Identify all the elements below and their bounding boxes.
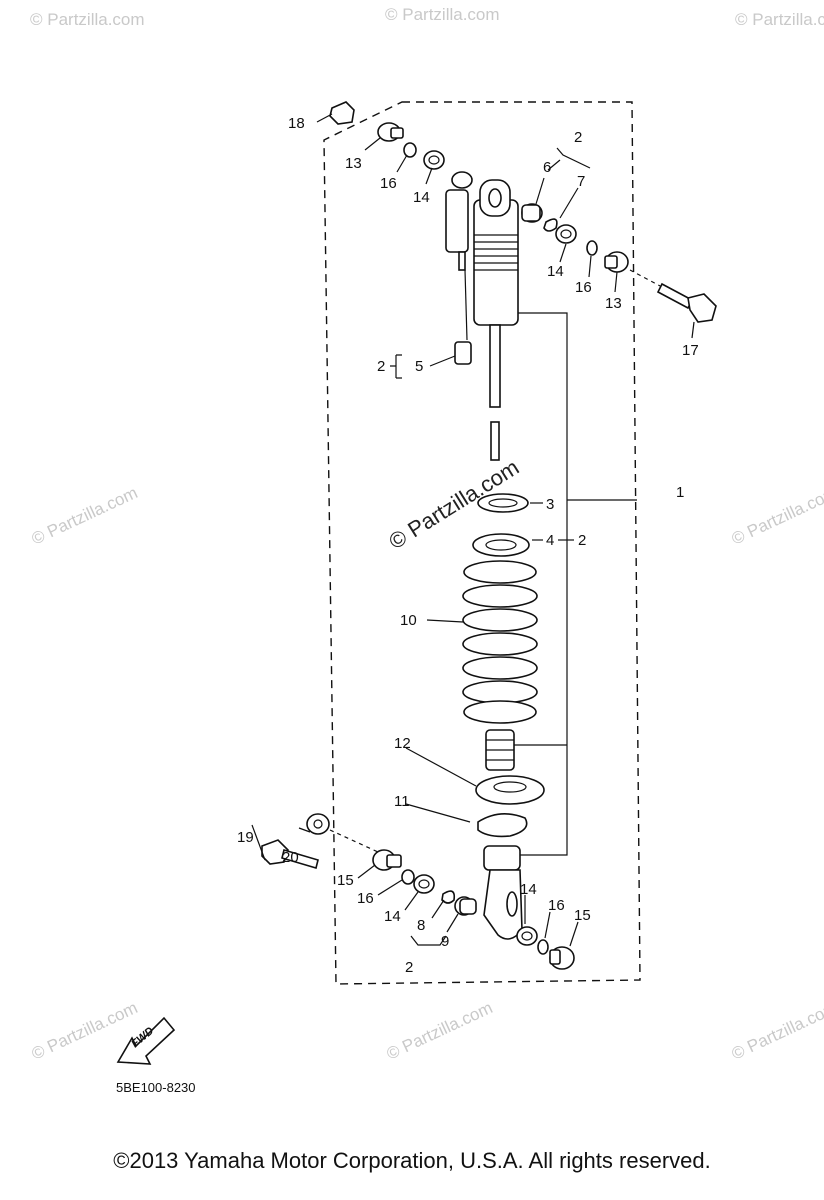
spring-guide-12 <box>475 775 545 805</box>
oring-16-a <box>403 142 417 158</box>
bolt-17 <box>629 269 717 323</box>
body-threads <box>474 234 518 271</box>
callout-4: 4 <box>546 532 554 549</box>
bearing-14-d <box>516 926 538 946</box>
callout-14-d: 14 <box>520 881 537 898</box>
lower-clevis-top <box>483 845 521 871</box>
reservoir-stem <box>458 251 466 271</box>
bearing-14-a <box>423 150 445 170</box>
callout-13-right: 13 <box>605 295 622 312</box>
callouts: 18 13 16 14 2 6 7 14 16 13 17 2 5 3 4 2 … <box>237 115 699 976</box>
bearing-14-b <box>555 224 577 244</box>
top-hardware <box>329 101 717 323</box>
nut-18 <box>329 101 355 125</box>
watermark-mid-right: © Partzilla.com <box>729 483 824 549</box>
watermark-top-center: © Partzilla.com <box>385 5 500 24</box>
callout-2-top: 2 <box>574 129 582 146</box>
shock-absorber <box>445 171 545 940</box>
watermark-bottom-center: © Partzilla.com <box>384 998 496 1064</box>
reservoir-hose <box>464 269 468 341</box>
reservoir-cap <box>451 171 473 189</box>
callout-16-b: 16 <box>575 279 592 296</box>
callout-3: 3 <box>546 496 554 513</box>
reservoir-body <box>445 189 469 253</box>
fwd-arrow: FWD <box>116 1016 176 1065</box>
copyright-notice: ©2013 Yamaha Motor Corporation, U.S.A. A… <box>113 1148 711 1173</box>
bottom-hardware <box>261 813 575 970</box>
spring-stopper-11 <box>477 813 528 838</box>
callout-12: 12 <box>394 735 411 752</box>
callout-11: 11 <box>394 793 410 810</box>
watermark-top-right: © Partzilla.com <box>735 10 824 29</box>
callout-16-c: 16 <box>357 890 374 907</box>
bracket-part-1 <box>507 312 637 856</box>
fwd-arrow-icon <box>116 1016 176 1065</box>
callout-10: 10 <box>400 612 417 629</box>
diagram-code: 5BE100-8230 <box>116 1080 196 1095</box>
bolt-19 <box>261 839 319 870</box>
spring-10 <box>462 560 538 724</box>
shaft-rod <box>490 421 500 461</box>
washer-20 <box>306 813 330 835</box>
callout-6: 6 <box>543 159 551 176</box>
lock-ring-3 <box>477 493 529 513</box>
watermark-top-left: © Partzilla.com <box>30 10 145 29</box>
oring-16-b <box>586 240 598 256</box>
adjuster-5 <box>454 341 472 365</box>
callout-17: 17 <box>682 342 699 359</box>
oring-16-c <box>401 869 415 885</box>
callout-13-top: 13 <box>345 155 362 172</box>
circlip-8 <box>441 890 456 904</box>
leader-lines <box>251 113 695 947</box>
callout-20: 20 <box>282 849 299 866</box>
callout-5: 5 <box>415 358 423 375</box>
assembly-boundary <box>323 101 641 985</box>
callout-14-b: 14 <box>547 263 564 280</box>
callout-16-a: 16 <box>380 175 397 192</box>
callout-2-bottom: 2 <box>405 959 413 976</box>
callout-18: 18 <box>288 115 305 132</box>
callout-19: 19 <box>237 829 254 846</box>
shock-shaft <box>489 324 501 408</box>
watermark-bottom-right: © Partzilla.com <box>729 998 824 1064</box>
callout-7: 7 <box>577 173 585 190</box>
circlip-7 <box>543 218 558 232</box>
callout-16-d: 16 <box>548 897 565 914</box>
callout-14-c: 14 <box>384 908 401 925</box>
oring-16-d <box>537 939 549 955</box>
callout-1: 1 <box>676 484 684 501</box>
callout-15-right: 15 <box>574 907 591 924</box>
callout-15-left: 15 <box>337 872 354 889</box>
bearing-14-c <box>413 874 435 894</box>
callout-2-right: 2 <box>578 532 586 549</box>
upper-eyelet-hole <box>488 188 502 208</box>
callout-14-a: 14 <box>413 189 430 206</box>
callout-9: 9 <box>441 933 449 950</box>
callout-2-left: 2 <box>377 358 385 375</box>
watermark-mid-left: © Partzilla.com <box>29 483 141 549</box>
callout-8: 8 <box>417 917 425 934</box>
ring-nut-4 <box>472 533 530 557</box>
